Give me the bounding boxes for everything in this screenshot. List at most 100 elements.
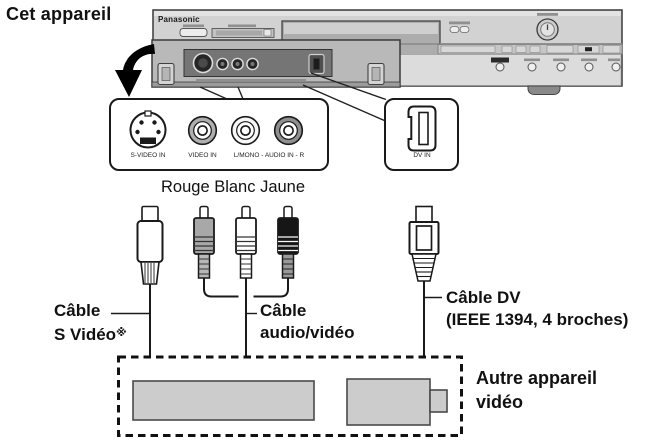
- jacks-wedge-right: [237, 86, 244, 100]
- this-unit-title: Cet appareil: [6, 4, 112, 24]
- yellow-plug-barrel: [277, 217, 299, 255]
- av-cable-line2: audio/vidéo: [260, 323, 355, 342]
- recorder-foot: [527, 85, 561, 96]
- svideo-pin-4: [156, 129, 161, 135]
- red-plug-barrel: [193, 217, 215, 255]
- red-plug-ribs: [194, 236, 214, 252]
- audio-r-jack-pin: [283, 125, 294, 136]
- close-button: [459, 26, 470, 33]
- dv-plug-face: [415, 225, 433, 251]
- front-video-jack-pin: [220, 62, 225, 66]
- record-icon: [585, 47, 592, 52]
- camcorder-lens-shape: [429, 389, 448, 413]
- dv-cable-line2: (IEEE 1394, 4 broches): [446, 310, 629, 329]
- label-pointer-lines: [111, 296, 442, 315]
- jacks-callout-frame: [109, 98, 329, 171]
- front-flap-lip: [151, 81, 401, 88]
- jacks-wedge-left: [199, 86, 228, 100]
- flap-latch-right-inner: [371, 67, 381, 81]
- front-audio-l-jack-pin: [235, 62, 240, 66]
- bar-button-6: [602, 45, 621, 54]
- front-svideo-jack-inner: [198, 58, 208, 68]
- svideo-pin-3: [135, 129, 140, 135]
- disc-tray-top: [284, 23, 438, 34]
- time-slip-label-bar: [491, 57, 509, 63]
- video-in-label: VIDEO IN: [188, 152, 217, 159]
- svideo-cable-line2: S Vidéo: [54, 325, 117, 344]
- yellow-wire: [253, 278, 289, 298]
- white-plug-neck-ribs: [240, 258, 252, 275]
- svideo-cable-label: Câble S Vidéo※: [54, 300, 127, 346]
- other-device-dashed-frame: [117, 355, 463, 437]
- svideo-plug-body: [136, 220, 164, 263]
- round-button-5: [611, 62, 621, 72]
- round-label-bar-2: [524, 58, 540, 62]
- front-jacks-callout-box: [109, 98, 329, 171]
- round-label-bar-4: [581, 58, 597, 62]
- bar-button-2: [501, 45, 513, 53]
- other-device-line1: Autre appareil: [476, 368, 598, 388]
- yellow-plug-neck-ribs: [282, 258, 294, 275]
- audio-in-label: L/MONO - AUDIO IN - R: [233, 152, 305, 159]
- dv-wedge-bottom: [302, 84, 386, 122]
- svideo-plug-tip: [141, 205, 159, 223]
- dv-plug-strain-ribs: [413, 257, 435, 278]
- svideo-cable-line1: Câble: [54, 301, 101, 320]
- av-cable-label: Câble audio/vidéo: [260, 300, 354, 344]
- dv-callout-box: [384, 98, 459, 171]
- dv-cable-label: Câble DV (IEEE 1394, 4 broches): [446, 287, 628, 331]
- dv-connector-slot: [418, 111, 429, 146]
- svideo-in-label: S-VIDEO IN: [130, 152, 166, 159]
- front-audio-r-jack-pin: [250, 62, 255, 66]
- yellow-plug-tip: [283, 205, 293, 220]
- vcr-shape: [132, 380, 315, 421]
- yellow-plug-ribs: [278, 236, 298, 252]
- callout-wedge-lines: [199, 72, 387, 122]
- round-label-bar-3: [553, 58, 569, 62]
- av-cable-line1: Câble: [260, 301, 307, 320]
- av-cable-plugs: [193, 205, 299, 279]
- cable-wires: [149, 278, 425, 357]
- dv-plug-tip: [415, 205, 433, 223]
- recess-label-bar: [196, 79, 306, 82]
- svideo-cable-plug: [136, 205, 164, 285]
- bar-button-4: [529, 45, 541, 53]
- svideo-plug-knurl: [144, 263, 155, 283]
- open-button: [449, 26, 460, 33]
- audio-l-jack-pin: [240, 125, 251, 136]
- card-slot-small-label-bar: [183, 24, 204, 28]
- plug-colors-note: Rouge Blanc Jaune: [161, 178, 306, 196]
- brand-logo: Panasonic: [158, 15, 200, 24]
- bar-button-1: [440, 45, 496, 53]
- bar-button-3: [515, 45, 527, 53]
- other-device-box: [117, 355, 463, 437]
- red-plug-tip: [199, 205, 209, 220]
- reference-mark: ※: [116, 327, 127, 339]
- svideo-plug-grip: [140, 261, 160, 285]
- open-close-label-bar: [449, 21, 470, 25]
- white-plug-tip: [241, 205, 251, 220]
- round-button-1: [495, 62, 505, 72]
- svideo-pin-1: [139, 120, 144, 125]
- round-button-2: [527, 62, 537, 72]
- other-device-line2: vidéo: [476, 392, 524, 412]
- card-eject-button: [263, 29, 272, 37]
- red-plug-neck-ribs: [198, 258, 210, 275]
- open-door-arrow-icon: [115, 44, 155, 97]
- dv-in-label: DV IN: [413, 152, 431, 159]
- svideo-pin-2: [152, 120, 157, 125]
- white-plug-ribs: [236, 236, 256, 252]
- dv-cable-line1: Câble DV: [446, 288, 521, 307]
- other-device-label: Autre appareil vidéo: [476, 366, 597, 414]
- round-button-3: [556, 62, 566, 72]
- dv-cable-plug: [408, 205, 440, 282]
- svideo-key-notch: [144, 110, 152, 117]
- video-in-jack-pin: [197, 125, 208, 136]
- recorder-illustration: [151, 9, 623, 96]
- round-button-4: [584, 62, 594, 72]
- camcorder-shape: [346, 378, 431, 426]
- round-label-bar-5: [608, 58, 620, 62]
- card-slot-small: [179, 28, 208, 37]
